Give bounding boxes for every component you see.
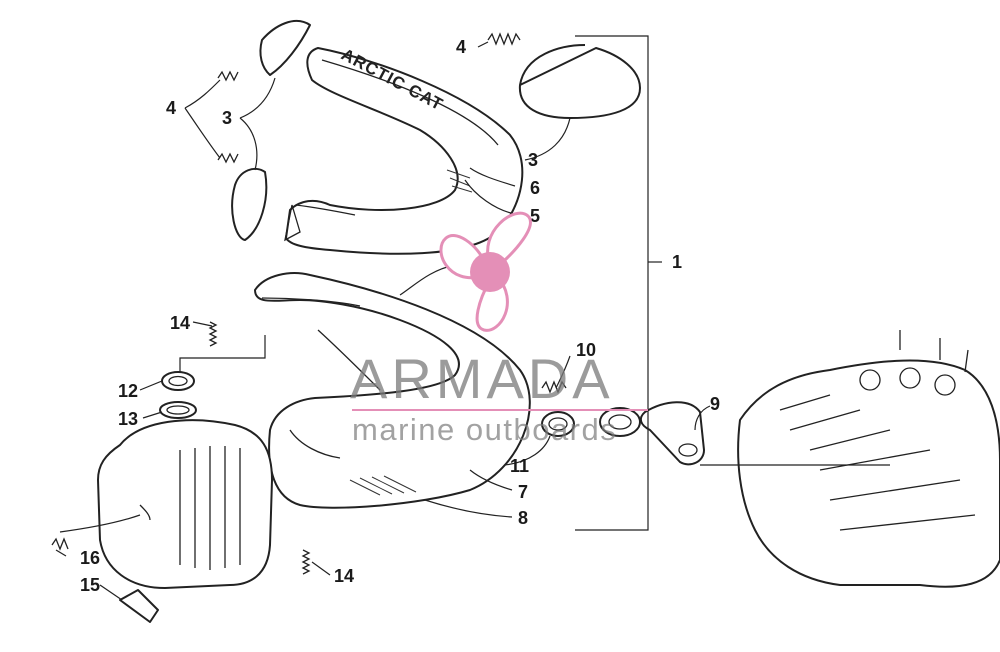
spring — [217, 152, 239, 164]
watermark-tagline: marine outboards — [352, 412, 617, 447]
callout-1: 1 — [672, 252, 682, 272]
callout-16: 16 — [80, 548, 100, 568]
spring — [51, 537, 69, 551]
exhaust-manifold — [639, 401, 705, 466]
callout-7: 7 — [518, 482, 528, 502]
callout-3: 3 — [222, 108, 232, 128]
spring — [487, 32, 521, 46]
callout-13: 13 — [118, 409, 138, 429]
callout-labels: 1 2 3 3 4 4 5 6 7 8 9 10 11 12 13 14 14 … — [80, 37, 720, 595]
strap-band — [518, 44, 641, 119]
muffler-canister — [97, 401, 273, 589]
gasket-ring — [541, 411, 575, 437]
callout-6: 6 — [530, 178, 540, 198]
callout-4: 4 — [166, 98, 176, 118]
callout-10: 10 — [576, 340, 596, 360]
leader-lines — [55, 41, 890, 601]
callout-14: 14 — [334, 566, 354, 586]
callout-5: 5 — [530, 206, 540, 226]
strap-band — [231, 167, 268, 241]
callout-11: 11 — [510, 456, 529, 476]
spring — [541, 380, 567, 394]
pipe-flange — [599, 407, 641, 437]
callout-4: 4 — [456, 37, 466, 57]
callout-12: 12 — [118, 381, 138, 401]
mounting-bracket — [119, 589, 159, 623]
callout-9: 9 — [710, 394, 720, 414]
seal-ring — [161, 371, 195, 391]
assembly-bracket-line — [575, 35, 649, 531]
callout-15: 15 — [80, 575, 100, 595]
heat-shield: ARCTIC CAT — [284, 45, 524, 255]
callout-14: 14 — [170, 313, 190, 333]
spring — [208, 321, 218, 347]
engine-block — [737, 330, 1000, 588]
watermark-brand: ARMADA — [350, 347, 614, 410]
callout-8: 8 — [518, 508, 528, 528]
propeller-icon — [439, 211, 532, 332]
spring — [217, 70, 239, 82]
spring — [301, 549, 311, 575]
callout-3: 3 — [528, 150, 538, 170]
watermark: ARMADA marine outboards — [350, 211, 648, 447]
strap-band — [259, 20, 311, 76]
